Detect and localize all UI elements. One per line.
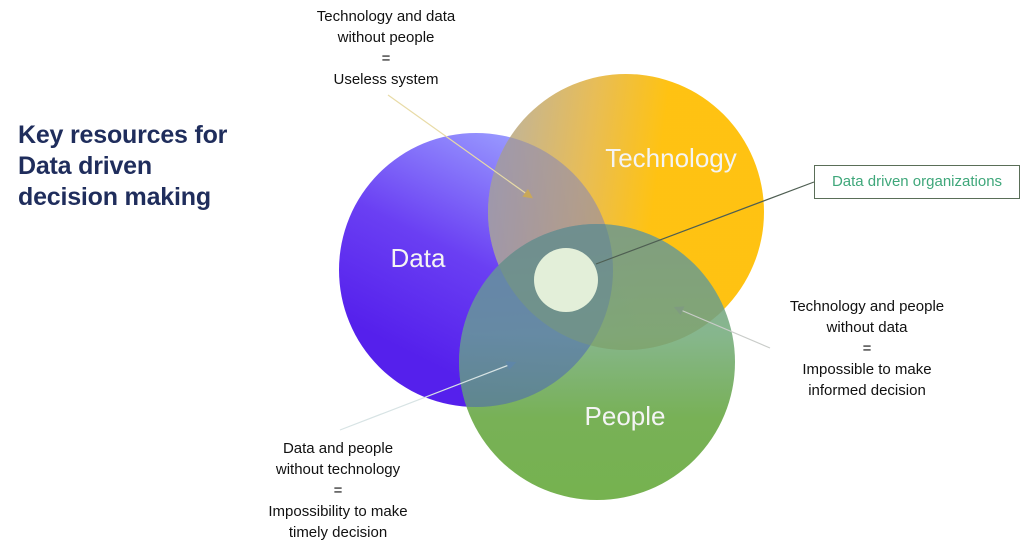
callout-equals: = xyxy=(862,340,872,357)
technology-people-overlap xyxy=(488,224,735,350)
connector-data-people xyxy=(339,361,517,431)
callout-result: Useless system xyxy=(333,71,439,88)
diagram-title: Key resources for Data driven decision m… xyxy=(18,120,248,213)
callout-result: timely decision xyxy=(288,524,388,541)
callout-equals: = xyxy=(333,482,343,499)
callout-data-people: Data and people without technology = Imp… xyxy=(246,438,430,543)
callout-line: without data xyxy=(826,319,908,336)
callout-line: without technology xyxy=(275,461,401,478)
callout-technology-people: Technology and people without data = Imp… xyxy=(770,296,964,401)
connector-center xyxy=(595,181,815,265)
callout-equals: = xyxy=(381,50,391,67)
callout-technology-data: Technology and data without people = Use… xyxy=(296,6,476,90)
technology-label: Technology xyxy=(605,143,737,173)
people-label: People xyxy=(585,401,666,431)
data-driven-organizations-box: Data driven organizations xyxy=(814,165,1020,199)
connector-technology-people xyxy=(673,306,771,349)
callout-line: without people xyxy=(337,29,435,46)
callout-line: Technology and people xyxy=(789,298,945,315)
connector-technology-data xyxy=(387,94,533,199)
center-circle xyxy=(534,248,598,312)
title-line-1: Key resources for xyxy=(18,121,228,149)
title-line-2: Data driven xyxy=(18,152,152,180)
callout-line: Technology and data xyxy=(316,8,456,25)
data-label: Data xyxy=(391,243,446,273)
callout-line: Data and people xyxy=(282,440,394,457)
callout-result: Impossibility to make xyxy=(268,503,408,520)
title-line-3: decision making xyxy=(18,183,211,211)
callout-result: Impossible to make xyxy=(802,361,932,378)
callout-result: informed decision xyxy=(808,382,926,399)
